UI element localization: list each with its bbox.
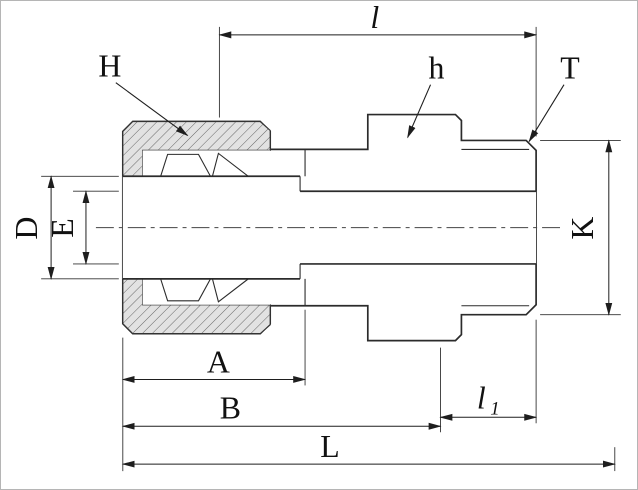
dim-label-H: H — [98, 49, 121, 84]
dim-label-h: h — [429, 51, 445, 86]
dim-H: H — [98, 49, 189, 137]
dim-l: l — [218, 1, 538, 137]
dim-L: L — [121, 429, 616, 472]
dim-l1: l 1 — [439, 319, 538, 424]
dim-D: D — [9, 175, 119, 280]
dim-label-D: D — [9, 217, 44, 240]
dim-label-L: L — [320, 429, 339, 464]
dim-B: B — [121, 347, 442, 433]
dim-label-K: K — [565, 217, 600, 240]
dim-label-l1-subscript: 1 — [490, 398, 499, 419]
dim-label-l: l — [370, 1, 379, 35]
bore-d — [122, 175, 301, 280]
ferrules-bottom — [159, 278, 250, 303]
thread-lines — [461, 148, 530, 307]
fitting-body — [95, 113, 562, 342]
dim-K: K — [540, 139, 621, 316]
dim-label-l1: l — [477, 380, 486, 415]
dim-label-B: B — [220, 390, 241, 425]
dim-E: E — [45, 190, 119, 266]
ferrules-top — [159, 152, 250, 177]
dim-A: A — [121, 309, 307, 472]
dim-label-T: T — [560, 51, 579, 86]
dim-T: T — [528, 51, 580, 143]
dim-h: h — [407, 51, 445, 139]
dim-label-E: E — [45, 218, 80, 237]
dim-label-A: A — [207, 344, 230, 379]
